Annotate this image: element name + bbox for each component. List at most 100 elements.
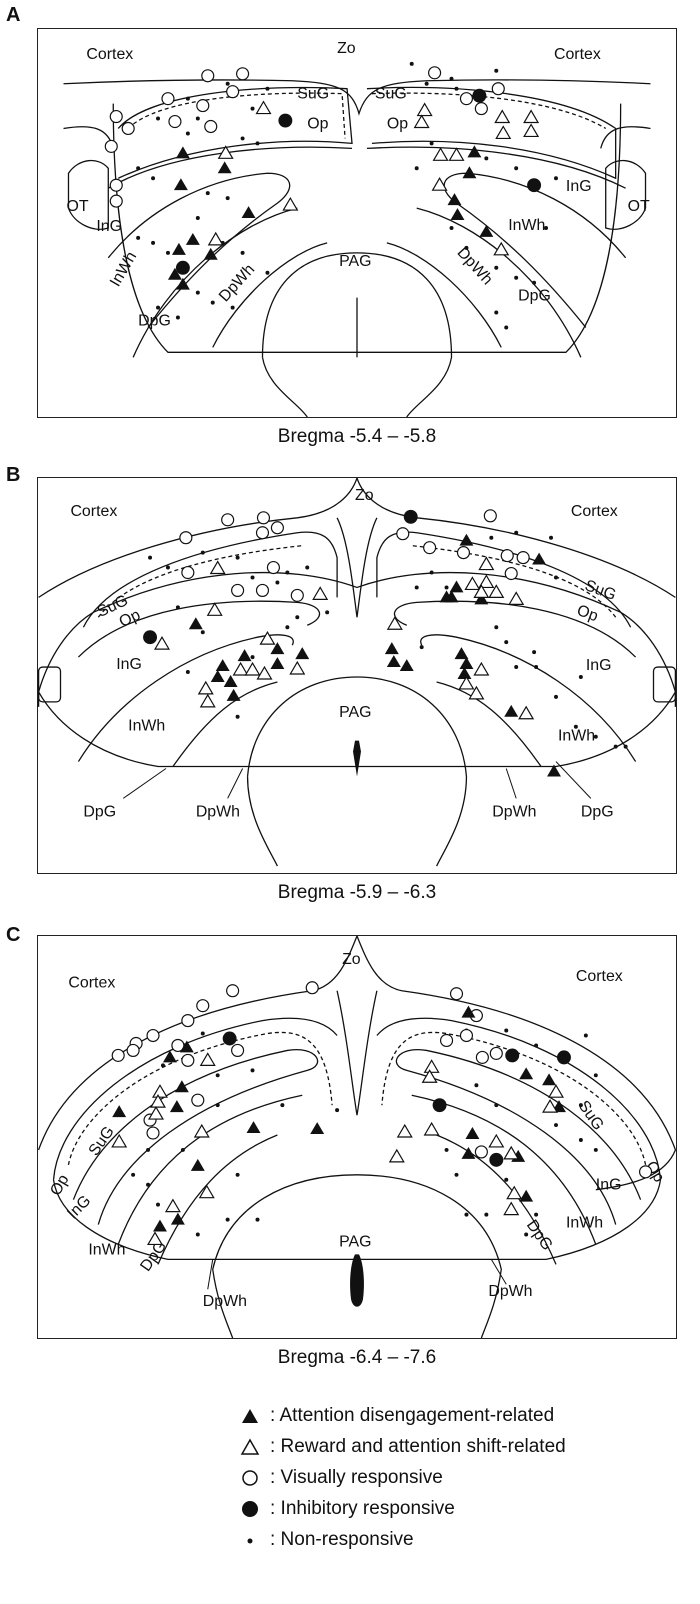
outline-tectum bbox=[38, 571, 676, 707]
panel-b-figure: Cortex Cortex Zo SuG SuG Op Op InG InG I… bbox=[37, 477, 677, 874]
non-responsive-dot bbox=[524, 1232, 529, 1237]
legend-item-attention-disengagement: : Attention disengagement-related bbox=[240, 1400, 690, 1431]
non-responsive-dot bbox=[454, 1172, 459, 1177]
panel-b-letter: B bbox=[6, 464, 21, 486]
sug-right-dashed bbox=[381, 1031, 647, 1165]
non-responsive-dot bbox=[255, 1217, 260, 1222]
outline-outer bbox=[63, 79, 651, 116]
non-responsive-dot bbox=[250, 575, 255, 580]
non-responsive-dot bbox=[185, 96, 190, 101]
non-responsive-dot bbox=[593, 1073, 598, 1078]
non-responsive-dot bbox=[409, 61, 414, 66]
op-ing-left bbox=[107, 146, 353, 189]
non-responsive-dot bbox=[156, 305, 161, 310]
op-ing-right bbox=[395, 1048, 642, 1225]
non-responsive-dot bbox=[205, 191, 210, 196]
sug-right-dashed bbox=[411, 545, 617, 618]
dpwh-right bbox=[386, 242, 502, 348]
non-responsive-dot bbox=[195, 1232, 200, 1237]
non-responsive-dots bbox=[131, 1028, 598, 1237]
open-circle-icon bbox=[242, 1469, 258, 1486]
non-responsive-dot bbox=[200, 1031, 205, 1036]
non-responsive-dot bbox=[175, 605, 180, 610]
non-responsive-dot bbox=[464, 245, 469, 250]
label-zo: Zo bbox=[337, 40, 356, 57]
pag-outline bbox=[212, 1174, 502, 1338]
non-responsive-dot bbox=[325, 610, 330, 615]
non-responsive-dot bbox=[146, 1147, 151, 1152]
non-responsive-dot bbox=[514, 665, 519, 670]
non-responsive-dot bbox=[494, 625, 499, 630]
non-responsive-dot bbox=[554, 694, 558, 699]
label-cortex-left: Cortex bbox=[70, 503, 117, 520]
panel-c-caption: Bregma -6.4 – -7.6 bbox=[277, 1347, 437, 1368]
label-dpwh-left: DpWh bbox=[196, 803, 240, 820]
sug-left-dashed bbox=[97, 545, 303, 618]
non-responsive-dot bbox=[489, 535, 494, 540]
non-responsive-dot bbox=[295, 615, 300, 620]
non-responsive-dot bbox=[514, 530, 519, 535]
non-responsive-dot bbox=[514, 166, 519, 171]
midline bbox=[336, 990, 378, 1116]
label-dpwh-right: DpWh bbox=[488, 1283, 532, 1300]
non-responsive-dot bbox=[429, 141, 434, 146]
open-triangle-icon bbox=[240, 1437, 260, 1455]
non-responsive-dot bbox=[195, 216, 200, 221]
non-responsive-dot bbox=[494, 1103, 499, 1108]
non-responsive-dot bbox=[235, 1172, 240, 1177]
label-sug-right: SuG bbox=[375, 86, 407, 103]
non-responsive-dot bbox=[285, 625, 290, 630]
non-responsive-dot bbox=[240, 136, 245, 141]
non-responsive-dot bbox=[165, 565, 170, 570]
non-responsive-dot bbox=[165, 250, 170, 255]
panel-c-letter: C bbox=[6, 924, 21, 946]
op-ing-left bbox=[72, 1048, 319, 1225]
label-ing-right: InG bbox=[566, 178, 592, 195]
non-responsive-dot bbox=[613, 744, 618, 749]
non-responsive-dot bbox=[215, 1103, 220, 1108]
panel-c-figure: Cortex Cortex Zo SuG SuG Op Op InG InG I… bbox=[37, 935, 677, 1339]
sug-left-dashed bbox=[67, 1031, 333, 1165]
non-responsive-dot bbox=[265, 86, 270, 91]
legend-label: : Inhibitory responsive bbox=[270, 1497, 455, 1519]
non-responsive-dot bbox=[156, 1202, 160, 1207]
label-pag: PAG bbox=[339, 253, 371, 270]
non-responsive-dot bbox=[484, 156, 489, 161]
label-dpg-left: DpG bbox=[83, 803, 116, 820]
filled-circle-icon bbox=[242, 1500, 258, 1517]
non-responsive-dot bbox=[532, 650, 537, 655]
label-cortex-left: Cortex bbox=[86, 46, 133, 63]
non-responsive-dot bbox=[534, 1212, 539, 1217]
filled-triangle-icon bbox=[242, 1408, 258, 1423]
non-responsive-dot bbox=[250, 106, 255, 111]
panel-a-caption: Bregma -5.4 – -5.8 bbox=[277, 426, 437, 447]
non-responsive-dot bbox=[215, 1073, 220, 1078]
non-responsive-dot bbox=[578, 1103, 583, 1108]
label-cortex-right: Cortex bbox=[576, 968, 623, 985]
label-zo: Zo bbox=[355, 487, 374, 504]
non-responsive-dot bbox=[200, 630, 205, 635]
label-op-right: Op bbox=[575, 602, 601, 625]
label-dpg-right: DpG bbox=[581, 803, 614, 820]
label-ing-left: InG bbox=[116, 656, 142, 673]
label-op-left: Op bbox=[307, 115, 328, 132]
legend-label: : Non-responsive bbox=[270, 1528, 414, 1550]
non-responsive-dot bbox=[210, 300, 215, 305]
panel-b-diagram: Cortex Cortex Zo SuG SuG Op Op InG InG I… bbox=[38, 478, 676, 867]
non-responsive-dot bbox=[578, 675, 583, 679]
label-op-left: Op bbox=[47, 1172, 72, 1199]
non-responsive-dot bbox=[225, 196, 230, 201]
panel-b-caption: Bregma -5.9 – -6.3 bbox=[277, 882, 437, 903]
non-responsive-dot bbox=[583, 1033, 588, 1038]
label-pag: PAG bbox=[339, 704, 371, 721]
non-responsive-dot bbox=[474, 1083, 479, 1088]
non-responsive-dot bbox=[250, 1068, 255, 1073]
non-responsive-dot bbox=[494, 310, 499, 315]
non-responsive-dots bbox=[136, 61, 558, 330]
non-responsive-dot bbox=[255, 141, 260, 146]
legend-item-reward-attention-shift: : Reward and attention shift-related bbox=[240, 1431, 690, 1462]
non-responsive-dot bbox=[444, 585, 449, 590]
legend-item-visually-responsive: : Visually responsive bbox=[240, 1462, 690, 1493]
dpg-left bbox=[157, 1134, 278, 1265]
non-responsive-dot bbox=[240, 250, 245, 255]
